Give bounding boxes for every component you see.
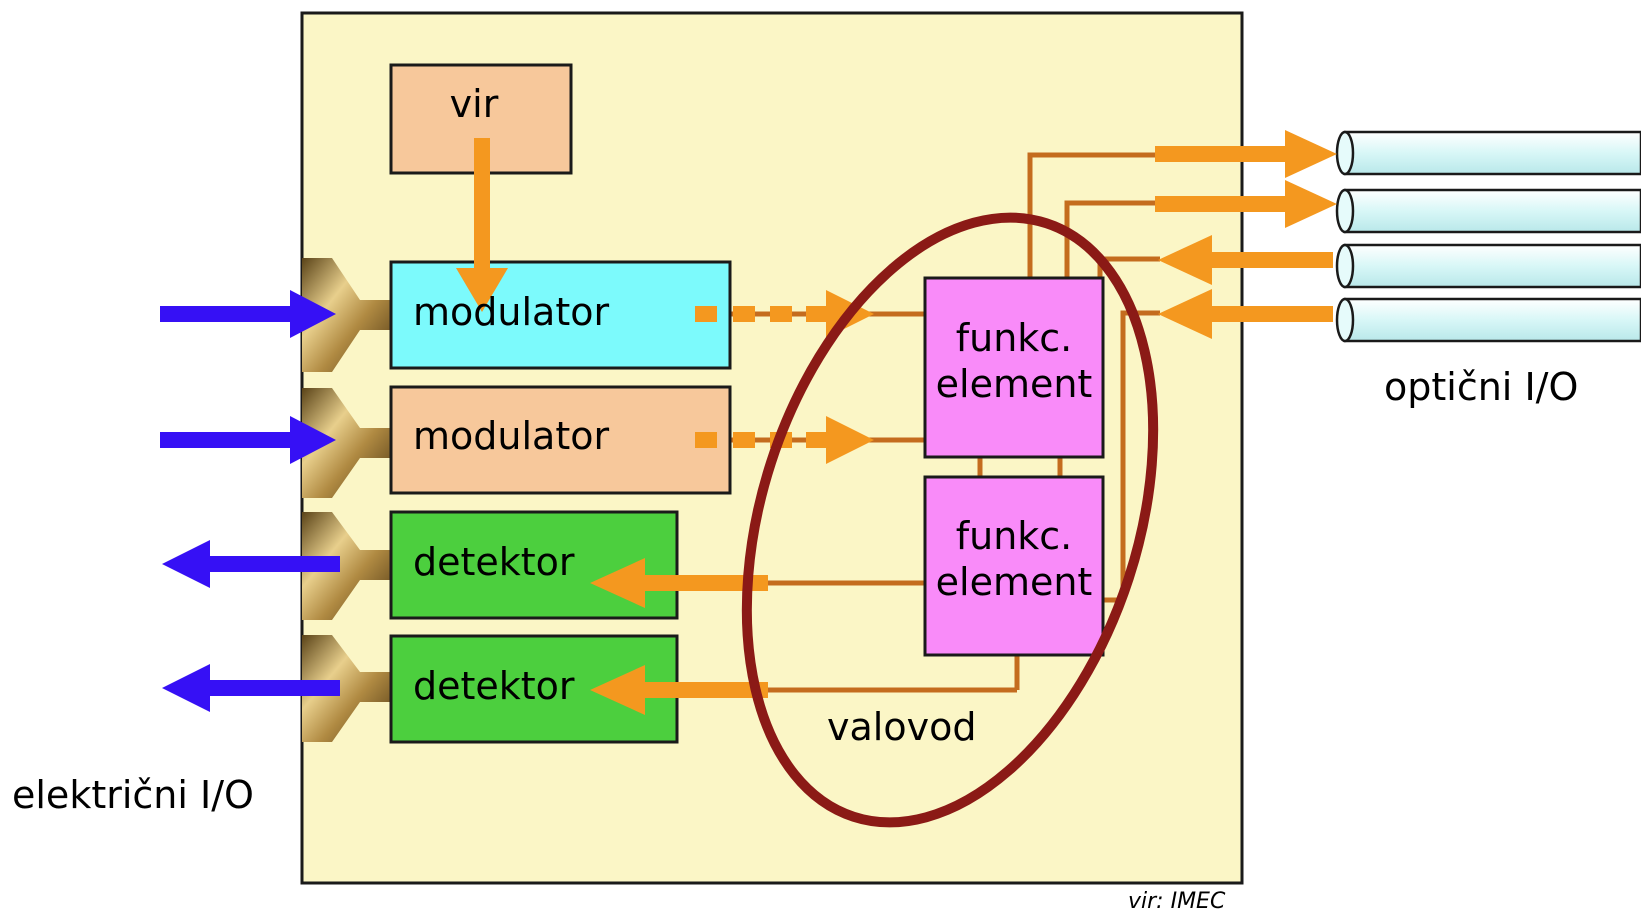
electrical-out-arrow-2	[162, 664, 340, 712]
detektor-2-label: detektor	[413, 664, 575, 708]
fiber-4-input-arrow	[1158, 289, 1333, 339]
fiber-3	[1335, 243, 1641, 289]
detektor-1-label: detektor	[413, 540, 575, 584]
opticni-io-label: optični I/O	[1384, 365, 1579, 409]
modulator-1-label: modulator	[413, 290, 610, 334]
electrical-out-arrow-1	[162, 540, 340, 588]
fiber-1	[1335, 130, 1641, 176]
modulator-2-label: modulator	[413, 414, 610, 458]
elektricni-io-label: električni I/O	[12, 773, 254, 817]
vir-label: vir	[449, 82, 499, 126]
source-to-modulator-arrow	[456, 138, 508, 312]
modulator-block-2	[389, 385, 732, 495]
modulator-block-1	[389, 260, 732, 370]
connector-2	[302, 388, 392, 498]
funkc-element-block-1	[923, 276, 1105, 459]
connector-3	[302, 512, 392, 620]
electrical-arrows	[160, 290, 340, 712]
electrical-connectors	[302, 258, 392, 742]
fiber-4	[1335, 297, 1641, 343]
fiber-3-input-arrow	[1158, 235, 1333, 285]
optical-arrows	[456, 130, 1337, 715]
detektor-1-input-arrow	[590, 558, 768, 608]
fiber-1-output-arrow	[1155, 130, 1337, 178]
electrical-in-arrow-2	[160, 416, 336, 464]
funkc-element-1-label: funkc. element	[935, 316, 1093, 406]
source-credit: vir: IMEC	[1128, 889, 1226, 914]
funkc-element-2-label: funkc. element	[935, 514, 1093, 604]
detektor-2-input-arrow	[590, 665, 768, 715]
fiber-2-output-arrow	[1155, 180, 1337, 228]
optical-fibers	[1335, 130, 1641, 343]
valovod-label: valovod	[827, 705, 977, 749]
connector-1	[302, 258, 392, 372]
funkc-element-block-2	[923, 475, 1105, 657]
functional-region-ellipse	[741, 212, 1159, 828]
fiber-2	[1335, 188, 1641, 234]
connector-4	[302, 635, 392, 742]
electrical-in-arrow-1	[160, 290, 336, 338]
